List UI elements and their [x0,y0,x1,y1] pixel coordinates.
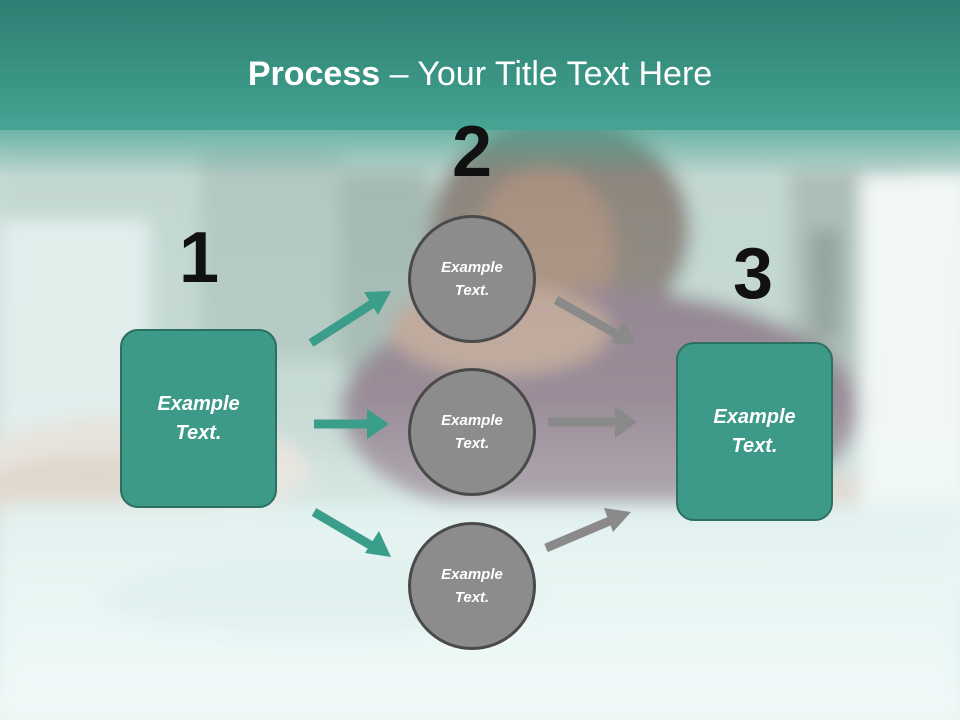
step-number-2: 2 [451,112,493,192]
slide-title: Process – Your Title Text Here [0,52,960,96]
arrow-left-to-middle [314,409,389,439]
arrow-bottom-to-right [544,508,631,553]
arrow-middle-to-right [548,406,637,438]
middle-circle-top: Example Text. [408,215,536,343]
middle-circle-bottom: Example Text. [408,522,536,650]
middle-circle-center: Example Text. [408,368,536,496]
header-band [0,0,960,130]
step-number-3: 3 [732,234,774,314]
left-box-label: Example Text. [157,392,240,444]
title-bold: Process [247,55,381,93]
right-box-label: Example Text. [713,405,796,457]
arrow-left-to-bottom [311,508,391,557]
title-rest: – Your Title Text Here [380,55,713,93]
circle-top-label: Example Text. [441,259,503,299]
circle-bottom-label: Example Text. [441,566,503,606]
step-number-1: 1 [178,218,220,298]
circle-center-label: Example Text. [441,412,503,452]
right-process-box: Example Text. [676,342,833,521]
header-fade [0,118,960,178]
arrow-left-to-top [308,291,391,347]
arrow-top-to-right [553,296,637,345]
left-process-box: Example Text. [120,329,277,508]
